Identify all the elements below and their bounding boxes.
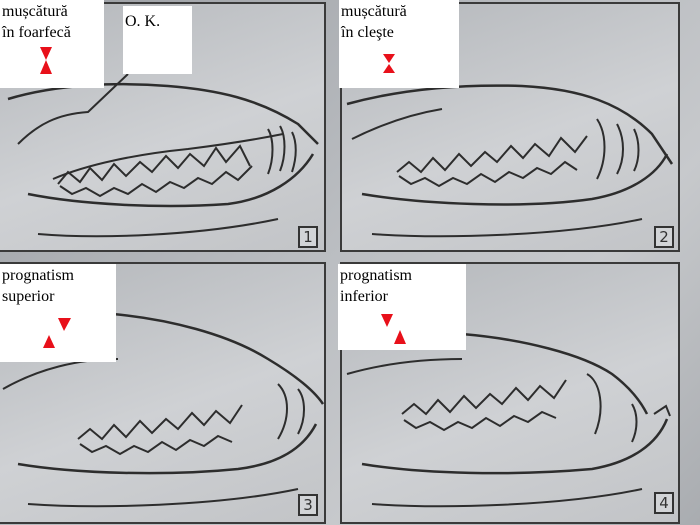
- panel-3: 3: [0, 262, 326, 524]
- bite-marker-scissor-icon: [40, 47, 52, 74]
- jaw-drawing-2: [346, 84, 674, 238]
- label-undershot-line2: inferior: [340, 288, 388, 305]
- panel-number-1: 1: [298, 226, 318, 248]
- bite-marker-level-icon: [383, 54, 395, 73]
- panel-number-3: 3: [298, 494, 318, 516]
- label-ok: O. K.: [123, 6, 192, 74]
- label-overshot-line1: prognatism: [2, 267, 74, 284]
- bite-marker-undershot-icon: [381, 314, 406, 344]
- panel-number-2: 2: [654, 226, 674, 248]
- bite-marker-overshot-icon: [43, 318, 71, 348]
- label-level-bite-line1: mușcătură: [341, 3, 407, 20]
- label-scissor-bite-line1: mușcătură: [2, 3, 68, 20]
- label-undershot: prognatism inferior: [338, 264, 466, 350]
- jaw-drawing-3: [2, 312, 324, 508]
- label-ok-text: O. K.: [125, 13, 161, 30]
- label-overshot-line2: superior: [2, 288, 55, 305]
- label-level-bite-line2: în cleşte: [341, 24, 394, 41]
- jaw-drawing-4: [346, 332, 671, 508]
- label-level-bite: mușcătură în cleşte: [339, 0, 459, 88]
- panel-number-4: 4: [654, 492, 674, 514]
- jaw-drawing-1: [7, 73, 319, 238]
- label-scissor-bite-line2: în foarfecă: [2, 24, 71, 41]
- label-overshot: prognatism superior: [0, 264, 116, 362]
- label-undershot-line1: prognatism: [340, 267, 412, 284]
- label-scissor-bite: mușcătură în foarfecă: [0, 0, 104, 88]
